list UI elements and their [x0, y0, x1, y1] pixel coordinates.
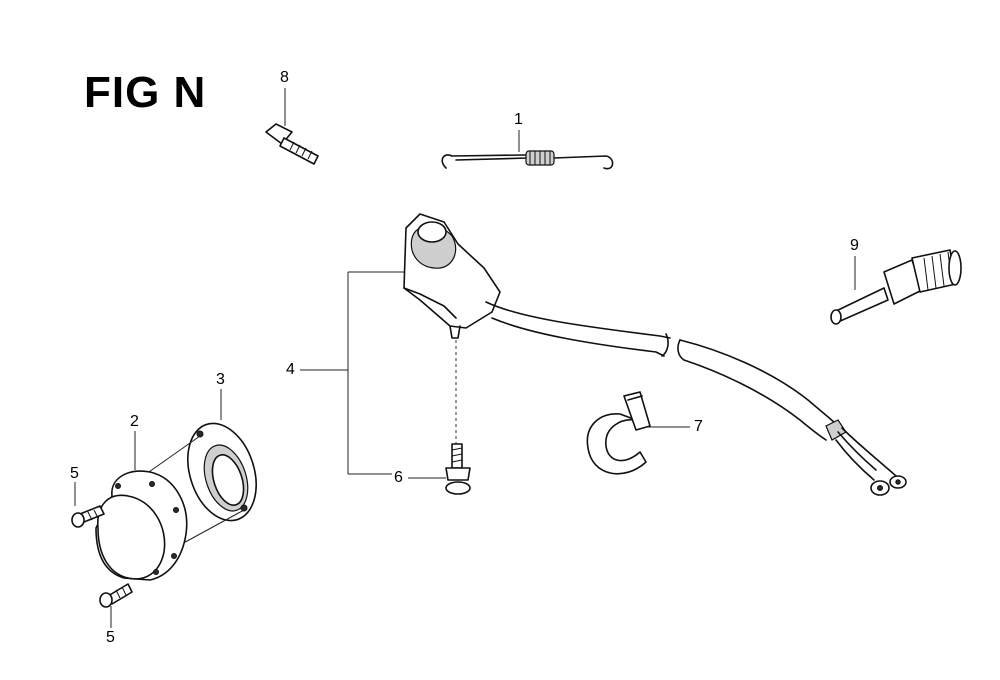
callout-5-upper: 5: [70, 465, 79, 482]
leader-lines: [74, 88, 856, 628]
callout-3: 3: [216, 371, 225, 388]
callout-6: 6: [394, 469, 403, 486]
oil-switch-part-4: [403, 213, 907, 496]
sensor-part-9: [830, 249, 962, 325]
bolt-part-8: [265, 123, 319, 165]
screw-part-5-upper: [71, 505, 105, 528]
screw-part-5-lower: [99, 583, 133, 608]
callout-9: 9: [850, 237, 859, 254]
callout-8: 8: [280, 69, 289, 86]
figure-title: FIG N: [84, 68, 207, 117]
callout-2: 2: [130, 413, 139, 430]
callout-5-lower: 5: [106, 629, 115, 646]
callout-1: 1: [514, 111, 523, 128]
clamp-part-7: [586, 391, 651, 475]
callout-4: 4: [286, 361, 295, 378]
spring-part-1: [441, 150, 614, 170]
gasket-part-3: [145, 422, 257, 547]
screw-part-6: [445, 443, 471, 495]
cover-part-2: [95, 470, 188, 581]
callout-7: 7: [694, 418, 703, 435]
